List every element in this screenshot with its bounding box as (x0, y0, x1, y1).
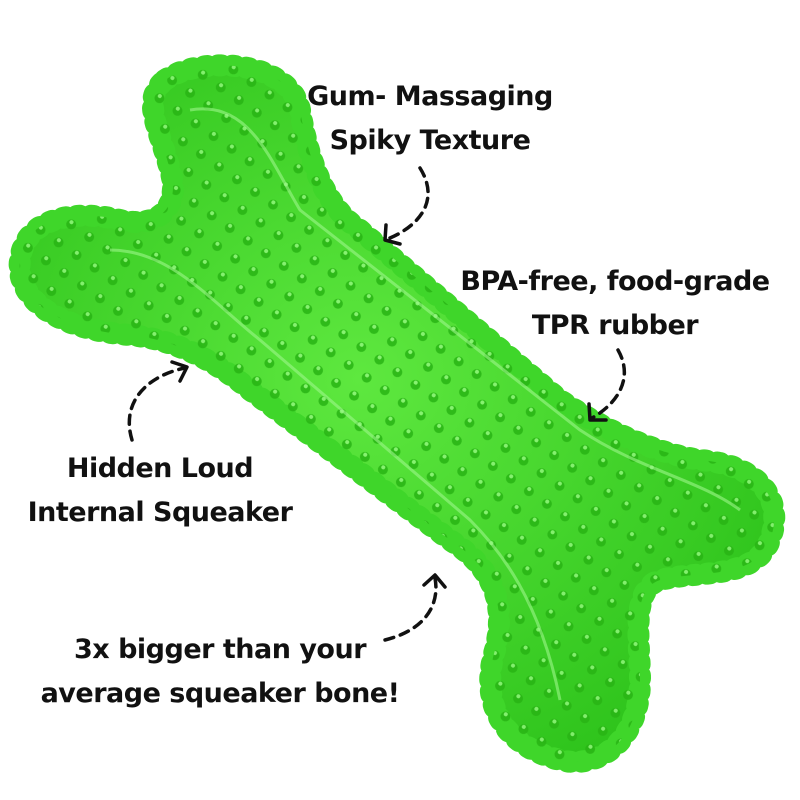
arrowhead-icon (422, 573, 447, 589)
arrow-bigger (383, 576, 438, 642)
callout-line: Internal Squeaker (27, 497, 293, 528)
callout-line: BPA-free, food-grade (460, 266, 770, 297)
callout-line: TPR rubber (531, 310, 699, 341)
bone-toy (8, 54, 786, 773)
arrow-squeaker (127, 366, 187, 442)
callout-tpr-rubber: BPA-free, food-grade TPR rubber (460, 260, 770, 348)
callout-line: 3x bigger than your (73, 634, 367, 665)
callout-line: Gum- Massaging (307, 81, 553, 112)
callout-line: Hidden Loud (66, 453, 254, 484)
callout-squeaker: Hidden Loud Internal Squeaker (28, 447, 293, 535)
arrowhead-icon (383, 223, 402, 246)
arrowhead-icon (170, 360, 189, 383)
arrow-tpr-rubber (590, 348, 626, 420)
arrowhead-icon (587, 402, 608, 422)
callout-line: Spiky Texture (329, 125, 531, 156)
arrow-spiky-texture (388, 166, 430, 240)
callout-bigger: 3x bigger than your average squeaker bon… (41, 628, 400, 716)
callout-line: average squeaker bone! (40, 678, 400, 709)
callout-spiky-texture: Gum- Massaging Spiky Texture (307, 75, 553, 163)
